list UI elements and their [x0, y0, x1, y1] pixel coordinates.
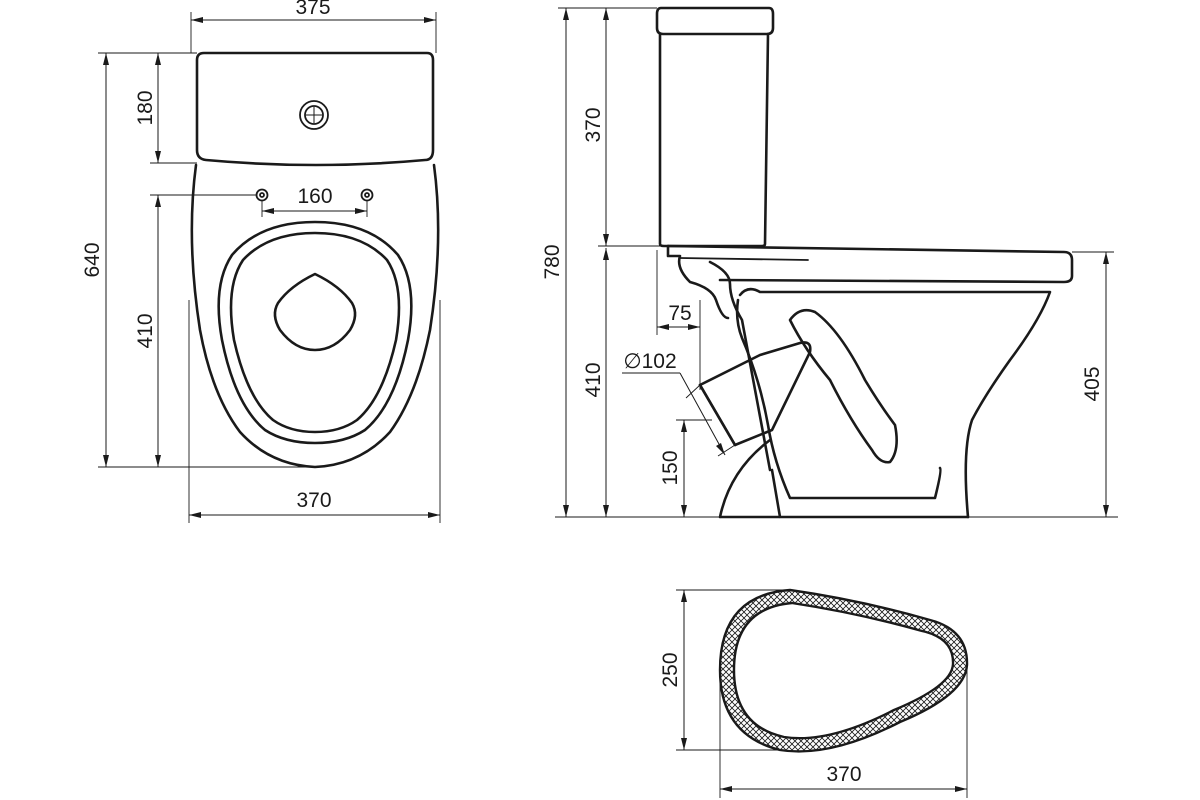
mounting-hole-left-icon — [255, 188, 269, 202]
dim-outlet-height: 150 — [659, 419, 712, 517]
dim-bowl-depth: 410 — [134, 194, 257, 467]
dim-total-depth: 640 — [81, 52, 315, 468]
dim-label-370-side: 370 — [582, 107, 605, 142]
seat-inner-outline — [229, 231, 401, 434]
cistern-lid-outline — [195, 51, 435, 167]
dim-label-410-side: 410 — [582, 362, 605, 397]
dim-label-102: ∅102 — [623, 350, 676, 373]
dim-label-405: 405 — [1081, 366, 1104, 401]
side-view: 370 780 410 75 — [541, 6, 1118, 519]
base-view: 250 370 — [659, 588, 969, 798]
seat-outer-outline — [217, 220, 413, 445]
cistern-lid-side — [655, 6, 775, 36]
rim-underside — [666, 244, 730, 320]
dim-label-780: 780 — [541, 244, 564, 279]
dim-total-height: 780 — [541, 7, 657, 517]
outlet-pipe-face — [698, 383, 737, 447]
base-footprint-ring — [718, 588, 969, 753]
cistern-body-side — [658, 32, 770, 248]
dim-outlet-offset: 75 — [656, 250, 701, 390]
dim-label-180: 180 — [134, 90, 157, 125]
dim-hole-spacing: 160 — [261, 185, 368, 217]
outlet-pipe — [698, 341, 812, 447]
dim-tank-depth: 180 — [134, 52, 197, 164]
dim-label-410-top: 410 — [134, 313, 157, 348]
dim-label-160: 160 — [297, 185, 332, 208]
mounting-hole-right-icon — [360, 188, 374, 202]
dim-base-depth: 250 — [659, 589, 790, 751]
dim-label-75: 75 — [668, 302, 691, 325]
dim-tank-width: 375 — [190, 0, 437, 53]
dim-label-375: 375 — [295, 0, 330, 19]
seat-edge-side — [679, 257, 809, 261]
trap-weir — [788, 308, 898, 464]
dim-label-150: 150 — [659, 450, 682, 485]
dim-tank-height: 370 — [582, 7, 668, 247]
top-view: 375 180 160 640 — [81, 0, 441, 523]
dim-label-250: 250 — [659, 652, 682, 687]
dim-label-370-top: 370 — [296, 489, 331, 512]
dim-label-640: 640 — [81, 242, 104, 277]
flush-button-icon — [299, 100, 329, 130]
trap-interior — [735, 298, 942, 500]
trap-channel-inner — [738, 287, 1052, 519]
dim-base-width: 370 — [719, 665, 968, 798]
bowl-rim-side — [666, 244, 1074, 284]
bowl-outline — [190, 163, 440, 469]
pedestal-base — [718, 438, 970, 519]
dim-label-370-base: 370 — [826, 763, 861, 786]
dim-seat-height: 410 — [582, 248, 609, 517]
dim-bowl-width: 370 — [188, 300, 441, 523]
dim-rim-height: 405 — [1072, 251, 1114, 517]
dim-outlet-diameter: ∅102 — [622, 350, 736, 457]
bowl-opening-outline — [273, 272, 357, 352]
